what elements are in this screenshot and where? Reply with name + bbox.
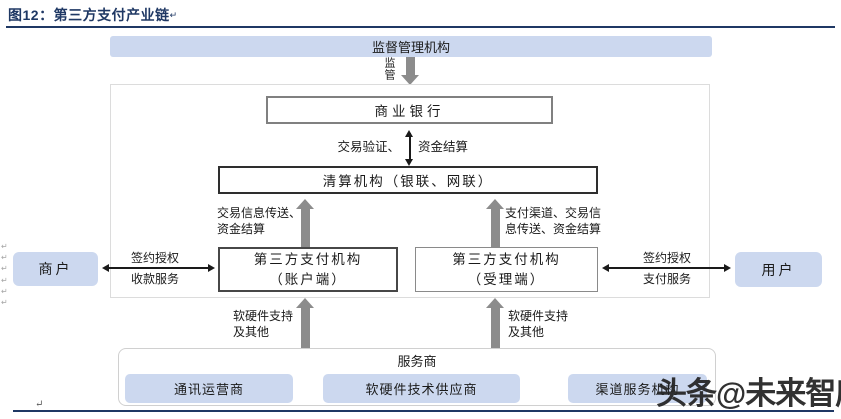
commercial-bank-box: 商业银行 bbox=[266, 96, 553, 124]
acquiring-clearing-arrow-shaft bbox=[491, 205, 500, 247]
commercial-bank-label: 商业银行 bbox=[374, 104, 445, 120]
title-divider bbox=[6, 26, 835, 28]
tpp-acquiring-box: 第三方支付机构 （受理端） bbox=[415, 247, 598, 292]
acquiring-clearing-link-line2: 息传送、资金结算 bbox=[505, 221, 602, 236]
margin-return-mark-icon: ↵ bbox=[1, 298, 8, 307]
tpp-account-line1: 第三方支付机构 bbox=[253, 251, 363, 268]
service-provider-title: 服务商 bbox=[397, 355, 437, 370]
margin-return-mark-icon: ↵ bbox=[1, 264, 8, 273]
user-link-label-line1: 签约授权 bbox=[642, 251, 691, 265]
margin-return-mark-icon: ↵ bbox=[1, 287, 8, 296]
merchant-link-arrow-head-right-icon bbox=[208, 264, 218, 272]
support-right-line1: 软硬件支持 bbox=[508, 309, 569, 323]
support-right-arrow-head-up-icon bbox=[486, 295, 504, 308]
user-link-arrow-head-left-icon bbox=[599, 264, 609, 272]
clearing-label: 清算机构（银联、网联） bbox=[322, 174, 494, 190]
account-clearing-link-label: 交易信息传送、 资金结算 bbox=[217, 206, 301, 237]
return-mark-icon: ↵ bbox=[169, 10, 178, 20]
margin-return-mark-icon: ↵ bbox=[1, 276, 8, 285]
support-left-line1: 软硬件支持 bbox=[233, 309, 294, 323]
user-box: 用户 bbox=[735, 252, 822, 287]
bank-clearing-arrow-head-down-icon bbox=[405, 159, 413, 169]
support-right-line2: 及其他 bbox=[508, 324, 545, 339]
merchant-label: 商户 bbox=[38, 262, 73, 278]
merchant-link-arrow-head-left-icon bbox=[99, 264, 109, 272]
service-item-tech-supplier: 软硬件技术供应商 bbox=[323, 374, 520, 403]
watermark: 头条@未来智库 bbox=[656, 376, 841, 411]
support-left-label: 软硬件支持 及其他 bbox=[233, 309, 293, 340]
bank-clearing-link-label-right: 资金结算 bbox=[418, 139, 469, 154]
account-clearing-arrow-shaft bbox=[301, 205, 310, 247]
margin-return-mark-icon: ↵ bbox=[1, 253, 8, 262]
support-right-arrow-shaft bbox=[491, 304, 500, 348]
bottom-divider bbox=[13, 410, 834, 412]
user-label: 用户 bbox=[761, 262, 796, 279]
supervision-label: 监管 bbox=[383, 57, 396, 81]
regulator-label: 监督管理机构 bbox=[371, 41, 450, 56]
acquiring-clearing-arrow-head-up-icon bbox=[486, 196, 504, 209]
clearing-box: 清算机构（银联、网联） bbox=[218, 166, 598, 194]
tpp-acquiring-line1: 第三方支付机构 bbox=[452, 251, 561, 268]
merchant-link-arrow-line bbox=[106, 267, 209, 269]
regulator-box: 监督管理机构 bbox=[110, 36, 712, 57]
tpp-account-line2: （账户端） bbox=[269, 271, 347, 288]
service-item-channel: 渠道服务机构 bbox=[568, 374, 707, 403]
merchant-box: 商户 bbox=[13, 252, 98, 286]
service-item-telecom: 通讯运营商 bbox=[125, 374, 293, 403]
user-link-arrow-line bbox=[606, 267, 725, 269]
support-left-arrow-shaft bbox=[301, 304, 310, 348]
acquiring-clearing-link-line1: 支付渠道、交易信 bbox=[505, 206, 602, 220]
figure-title: 图12：第三方支付产业链↵ bbox=[8, 5, 178, 25]
bank-clearing-link-label-left: 交易验证、 bbox=[337, 139, 400, 154]
user-link-label-line2: 支付服务 bbox=[642, 272, 691, 286]
tpp-account-box: 第三方支付机构 （账户端） bbox=[218, 247, 398, 292]
bank-clearing-arrow-line bbox=[409, 133, 411, 160]
merchant-link-label-line1: 签约授权 bbox=[130, 251, 179, 265]
user-link-arrow-head-right-icon bbox=[724, 264, 734, 272]
figure-title-text: 图12：第三方支付产业链 bbox=[8, 7, 170, 23]
acquiring-clearing-link-label: 支付渠道、交易信 息传送、资金结算 bbox=[505, 206, 601, 237]
account-clearing-link-line2: 资金结算 bbox=[217, 221, 266, 236]
return-mark-bottom-icon: ↵ bbox=[35, 399, 44, 410]
merchant-link-label-line2: 收款服务 bbox=[130, 272, 179, 286]
support-right-label: 软硬件支持 及其他 bbox=[508, 309, 568, 340]
tpp-acquiring-line2: （受理端） bbox=[467, 271, 546, 288]
support-left-arrow-head-up-icon bbox=[296, 295, 314, 308]
account-clearing-arrow-head-up-icon bbox=[296, 196, 314, 209]
supervision-arrow-head-down-icon bbox=[401, 75, 419, 88]
support-left-line2: 及其他 bbox=[233, 324, 270, 339]
margin-return-mark-icon: ↵ bbox=[1, 242, 8, 251]
supervision-arrow-shaft bbox=[406, 57, 415, 76]
account-clearing-link-line1: 交易信息传送、 bbox=[217, 206, 302, 220]
